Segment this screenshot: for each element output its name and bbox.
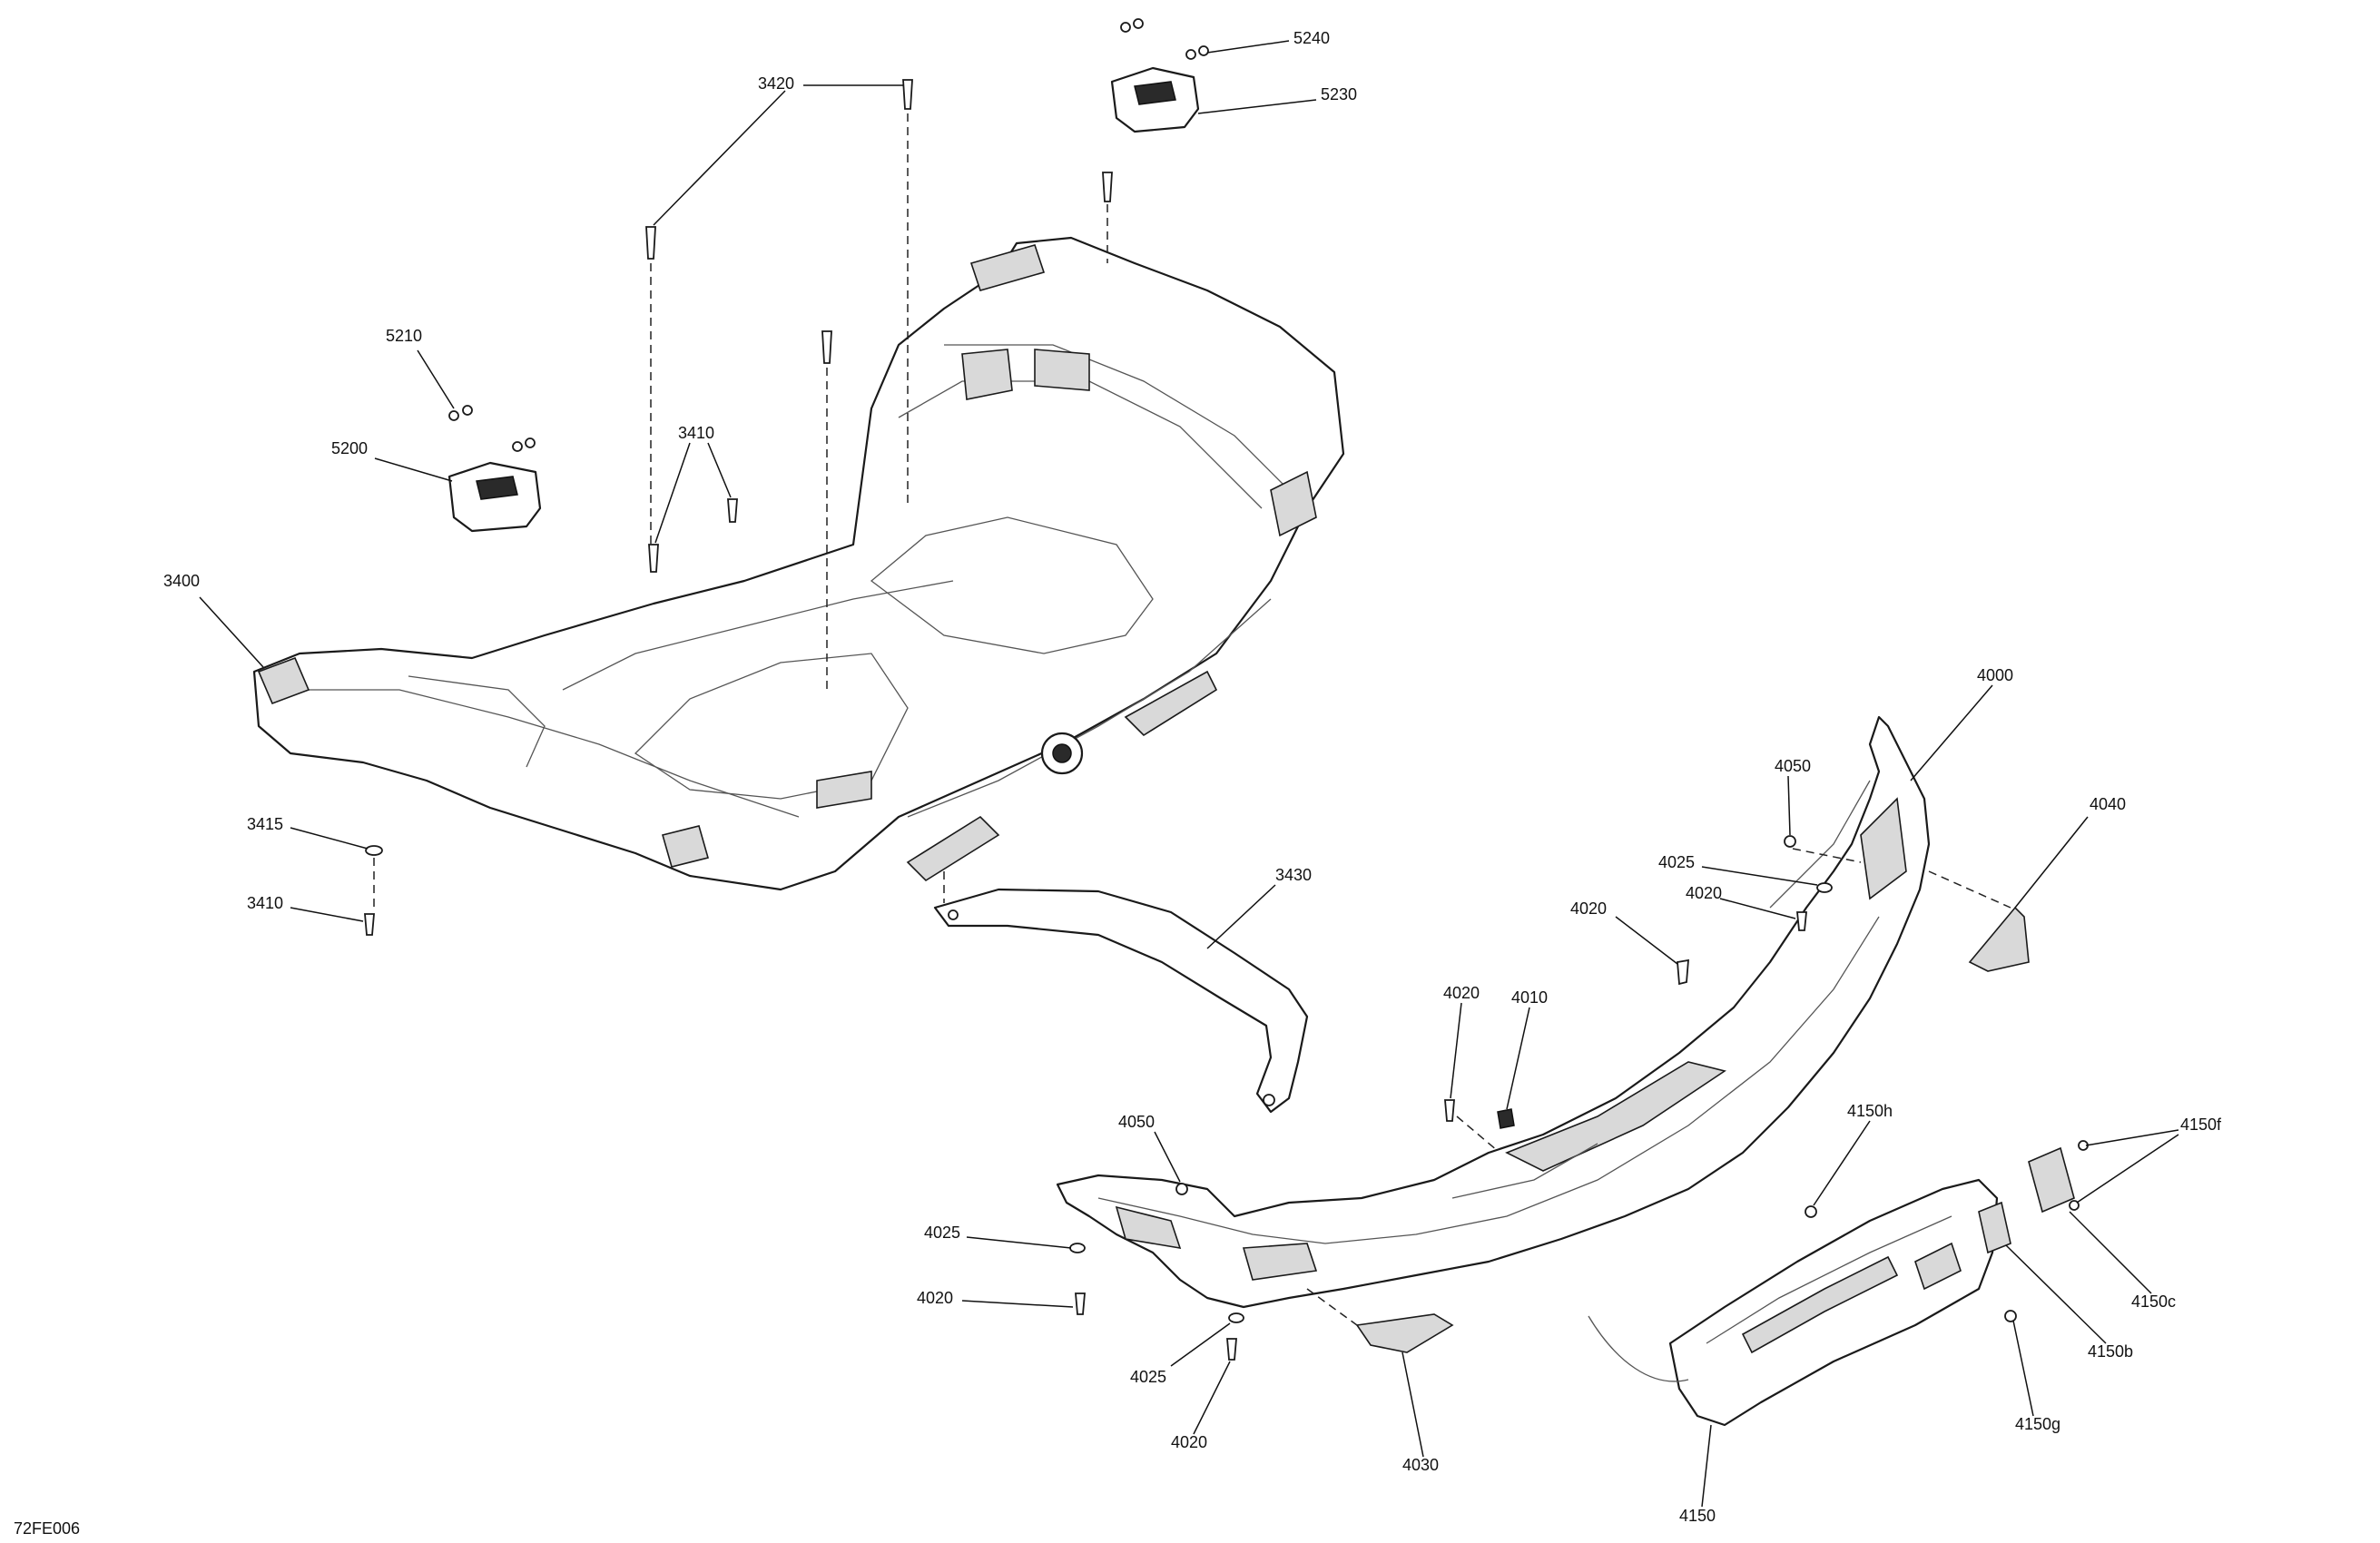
screw-5240a[interactable] xyxy=(1120,22,1131,33)
screw-5240d[interactable] xyxy=(1198,45,1209,56)
washer-4025a[interactable] xyxy=(1816,882,1833,893)
callout-4020-left[interactable]: 4020 xyxy=(917,1289,953,1307)
part-module-4150c[interactable] xyxy=(2028,1146,2075,1214)
callout-4150b[interactable]: 4150b xyxy=(2088,1342,2133,1361)
screw-3420b[interactable] xyxy=(902,79,913,110)
screw-5210d[interactable] xyxy=(525,437,536,448)
callout-4020-bottom[interactable]: 4020 xyxy=(1171,1433,1207,1451)
washer-3415[interactable] xyxy=(365,845,383,856)
part-clamp-5230[interactable] xyxy=(1110,66,1200,133)
part-connector-4150b[interactable] xyxy=(1978,1201,2011,1254)
callout-4000[interactable]: 4000 xyxy=(1977,666,2013,684)
callout-4025-bottom[interactable]: 4025 xyxy=(1130,1368,1166,1386)
callout-4150h[interactable]: 4150h xyxy=(1847,1102,1893,1120)
callout-4020-mid[interactable]: 4020 xyxy=(1570,899,1607,918)
callout-5200[interactable]: 5200 xyxy=(331,439,368,457)
callout-5240[interactable]: 5240 xyxy=(1293,29,1330,47)
part-plug-4010[interactable] xyxy=(1497,1108,1515,1129)
callout-3410-lower[interactable]: 3410 xyxy=(247,894,283,912)
callout-4010[interactable]: 4010 xyxy=(1511,988,1548,1007)
callout-4020-upper[interactable]: 4020 xyxy=(1686,884,1722,902)
screw-4020b[interactable] xyxy=(1677,958,1689,986)
screw-4020c[interactable] xyxy=(1444,1099,1455,1122)
callout-3400[interactable]: 3400 xyxy=(163,572,200,590)
part-bracket-3430[interactable] xyxy=(933,888,1309,1114)
washer-4025c[interactable] xyxy=(1228,1312,1244,1323)
callout-4150c[interactable]: 4150c xyxy=(2131,1292,2176,1311)
callout-3420[interactable]: 3420 xyxy=(758,74,794,93)
screw-4150g[interactable] xyxy=(2004,1310,2017,1322)
screw-4020d[interactable] xyxy=(1075,1292,1086,1315)
washer-4025b[interactable] xyxy=(1069,1243,1086,1253)
screw-3410a[interactable] xyxy=(648,544,659,573)
callout-4040[interactable]: 4040 xyxy=(2090,795,2126,813)
screw-5210b[interactable] xyxy=(462,405,473,416)
callout-4025-left[interactable]: 4025 xyxy=(924,1224,960,1242)
part-trim-4040[interactable] xyxy=(1968,906,2030,972)
part-trim-4030[interactable] xyxy=(1355,1313,1454,1353)
screw-4020e[interactable] xyxy=(1226,1338,1237,1361)
callout-5210[interactable]: 5210 xyxy=(386,327,422,345)
callout-4150f[interactable]: 4150f xyxy=(2180,1115,2222,1134)
callout-4150[interactable]: 4150 xyxy=(1679,1507,1716,1525)
screw-3420c[interactable] xyxy=(1102,172,1113,202)
screw-5210c[interactable] xyxy=(512,441,523,452)
part-clamp-5200[interactable] xyxy=(447,461,542,533)
screw-3410c[interactable] xyxy=(364,913,375,936)
callout-3415[interactable]: 3415 xyxy=(247,815,283,833)
screw-4020a[interactable] xyxy=(1796,911,1807,931)
screw-5240b[interactable] xyxy=(1133,18,1144,29)
callout-3410-upper[interactable]: 3410 xyxy=(678,424,714,442)
screw-5210a[interactable] xyxy=(448,410,459,421)
part-front-bumper-4000[interactable] xyxy=(1056,715,1931,1309)
callout-4025-upper[interactable]: 4025 xyxy=(1658,853,1695,871)
callout-5230[interactable]: 5230 xyxy=(1321,85,1357,103)
callout-3430[interactable]: 3430 xyxy=(1275,866,1312,884)
nut-4050a[interactable] xyxy=(1784,835,1796,848)
callout-4150g[interactable]: 4150g xyxy=(2015,1415,2060,1433)
screw-5240c[interactable] xyxy=(1185,49,1196,60)
callout-4030[interactable]: 4030 xyxy=(1402,1456,1439,1474)
fasteners xyxy=(364,18,2089,1361)
screw-4150f-b[interactable] xyxy=(2069,1200,2080,1211)
nut-4050b[interactable] xyxy=(1175,1183,1188,1195)
screw-3420a[interactable] xyxy=(645,226,656,260)
callout-4050-upper[interactable]: 4050 xyxy=(1775,757,1811,775)
callout-labels: 3420 5240 5230 5210 5200 3410 3400 3415 … xyxy=(14,29,2222,1538)
screw-3420d[interactable] xyxy=(821,330,832,364)
part-light-bar-4150[interactable] xyxy=(1588,1178,1999,1427)
leader-lines xyxy=(199,40,2179,1508)
screw-3410b[interactable] xyxy=(727,498,738,523)
callout-4050-lower[interactable]: 4050 xyxy=(1118,1113,1155,1131)
callout-4020-center[interactable]: 4020 xyxy=(1443,984,1480,1002)
part-skid-plate-3400[interactable] xyxy=(252,236,1345,891)
nut-4150h[interactable] xyxy=(1805,1205,1817,1218)
diagram-code: 72FE006 xyxy=(14,1519,80,1538)
alignment-lines xyxy=(373,113,2011,1326)
